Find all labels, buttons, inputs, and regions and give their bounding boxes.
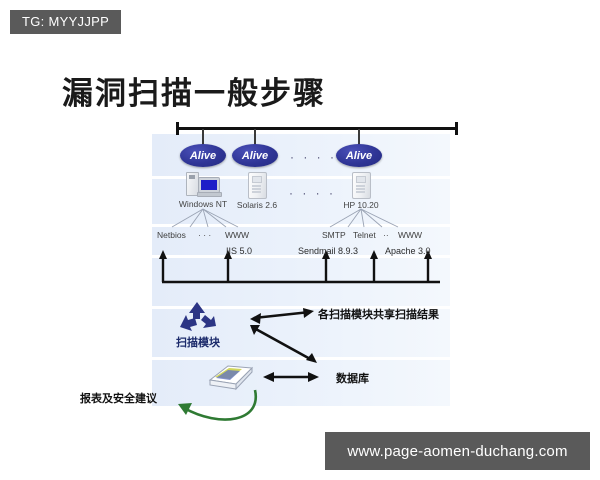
service-www-right: WWW [398, 230, 423, 240]
url-watermark-badge: www.page-aomen-duchang.com [325, 432, 590, 470]
tg-watermark-badge: TG: MYYJJPP [10, 10, 122, 34]
bracket-line [176, 127, 458, 130]
document-stack-icon [208, 365, 254, 391]
product-apache: Apache 3.0 [385, 246, 431, 256]
host-label: HP 10.20 [343, 200, 379, 210]
alive-node-1[interactable]: Alive [180, 144, 226, 167]
band-products-row [152, 258, 450, 306]
recycle-icon [180, 302, 216, 331]
host-label: Windows NT [178, 199, 228, 209]
product-iis: IIS 5.0 [226, 246, 253, 256]
alive-node-3[interactable]: Alive [336, 144, 382, 167]
report-recommendation-note: 报表及安全建议 [80, 393, 157, 405]
band-database-row [152, 360, 450, 406]
alive-node-2[interactable]: Alive [232, 144, 278, 167]
service-right-ellipsis: ·· [383, 230, 389, 240]
host-ellipsis: · · · · [289, 186, 336, 200]
service-telnet: Telnet [353, 230, 376, 240]
service-left-ellipsis: · · · [198, 230, 212, 240]
host-windows-nt[interactable]: Windows NT [168, 172, 238, 209]
scan-module-label: 扫描模块 [176, 337, 220, 349]
server-tower-icon [247, 172, 267, 199]
service-smtp: SMTP [322, 230, 346, 240]
page-title: 漏洞扫描一般步骤 [62, 76, 326, 111]
database-label: 数据库 [336, 373, 369, 385]
service-www-left: WWW [225, 230, 250, 240]
host-solaris[interactable]: Solaris 2.6 [222, 172, 292, 210]
service-netbios: Netbios [157, 230, 186, 240]
host-hp[interactable]: HP 10.20 [326, 172, 396, 210]
share-results-note: 各扫描模块共享扫描结果 [318, 309, 439, 321]
vulnerability-scan-diagram: Alive Alive Alive · · · · Windows NT Sol… [150, 122, 458, 422]
bracket-cap-left [176, 122, 179, 135]
bracket-drop-2 [254, 129, 256, 149]
host-label: Solaris 2.6 [236, 200, 278, 210]
bracket-drop-1 [202, 129, 204, 149]
product-sendmail: Sendmail 8.9.3 [298, 246, 359, 256]
server-tower-icon [351, 172, 371, 199]
alive-ellipsis: · · · · [290, 150, 337, 164]
bracket-drop-3 [358, 129, 360, 149]
scan-range-bracket [176, 122, 458, 135]
band-services-row [152, 227, 450, 255]
bracket-cap-right [455, 122, 458, 135]
desktop-pc-icon [186, 172, 222, 198]
